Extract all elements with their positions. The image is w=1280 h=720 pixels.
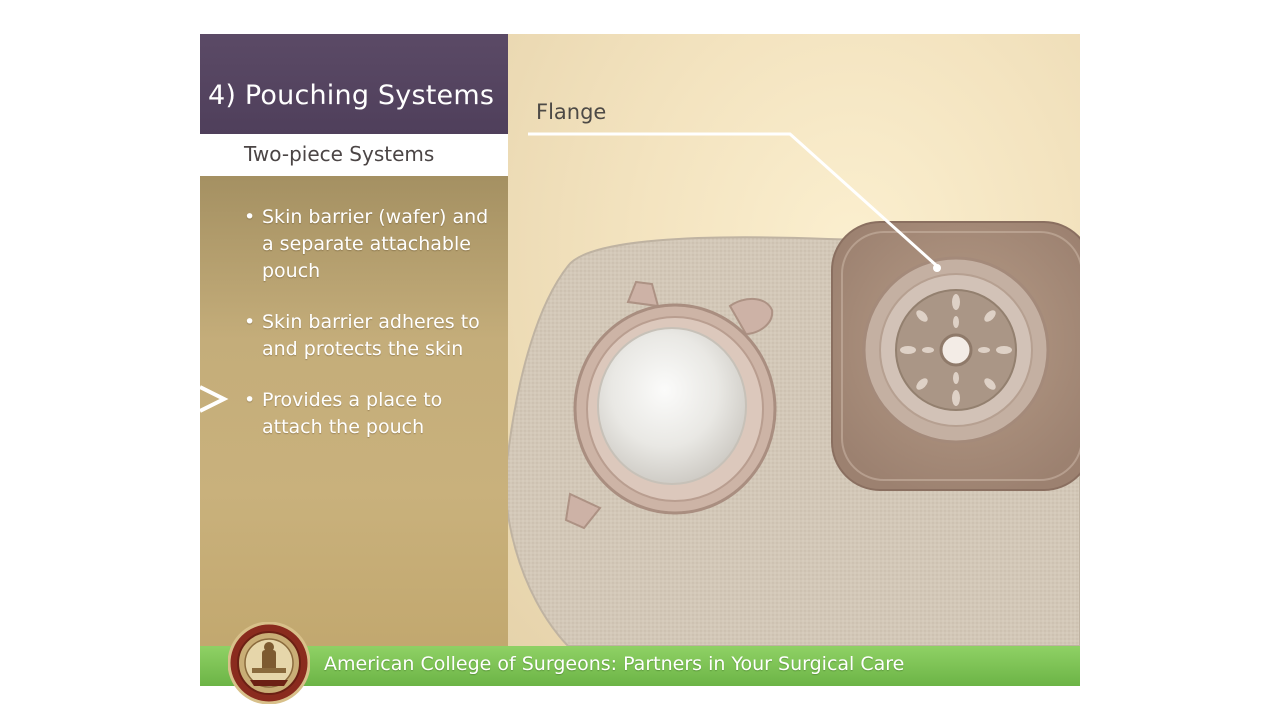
subtitle-bar: Two-piece Systems	[200, 134, 508, 176]
acs-seal-logo	[228, 622, 310, 704]
flange-callout-line	[528, 132, 939, 268]
left-panel: 4) Pouching Systems Two-piece Systems • …	[200, 34, 508, 646]
chevron-right-icon	[200, 385, 229, 413]
bullet-dot: •	[244, 206, 256, 228]
bullet-dot: •	[244, 311, 256, 333]
bullet-item: • Skin barrier (wafer) and a separate at…	[242, 204, 504, 285]
pouch-flange-ring	[564, 280, 777, 530]
footer-bar: American College of Surgeons: Partners i…	[200, 646, 1080, 686]
bullet-list: • Skin barrier (wafer) and a separate at…	[242, 204, 504, 465]
slide: 4) Pouching Systems Two-piece Systems • …	[200, 34, 1080, 686]
bullet-text: Skin barrier adheres to and protects the…	[262, 311, 480, 360]
product-image-panel: Flange	[508, 34, 1080, 646]
bullet-item: • Skin barrier adheres to and protects t…	[242, 309, 504, 363]
bullet-text: Provides a place to attach the pouch	[262, 389, 443, 438]
footer-text: American College of Surgeons: Partners i…	[324, 653, 905, 675]
skin-barrier-wafer	[831, 221, 1080, 491]
flange-label: Flange	[536, 100, 607, 124]
bullet-text: Skin barrier (wafer) and a separate atta…	[262, 206, 489, 282]
title-bar: 4) Pouching Systems	[200, 34, 508, 134]
slide-subtitle: Two-piece Systems	[244, 142, 435, 166]
callout-dot	[933, 264, 941, 272]
slide-title: 4) Pouching Systems	[208, 80, 495, 111]
two-piece-pouch-image	[508, 132, 1080, 646]
bullet-item-active: • Provides a place to attach the pouch	[242, 387, 504, 441]
bullet-dot: •	[244, 389, 256, 411]
